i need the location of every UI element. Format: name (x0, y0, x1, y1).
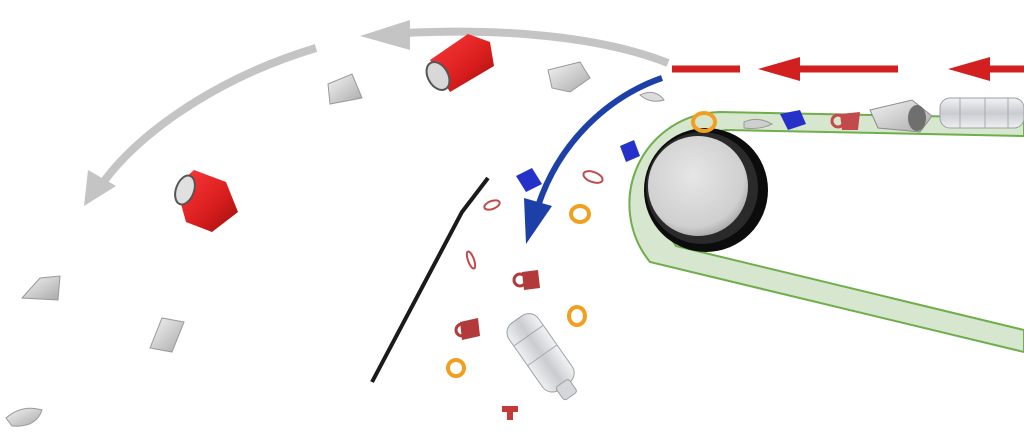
light-fraction-trajectory (84, 20, 670, 206)
film-flake-on-belt (743, 118, 774, 129)
feed-arrow-icon (672, 57, 1024, 81)
belt-items (639, 91, 1024, 133)
crushed-can-on-belt (869, 99, 933, 133)
blue-cap-on-belt (780, 110, 806, 130)
blue-caps (516, 140, 640, 192)
aluminum-can-upper (425, 34, 494, 92)
film-flakes (5, 61, 591, 427)
film-flake-at-drum (639, 91, 665, 102)
pull-tab (502, 406, 518, 420)
red-rings (454, 170, 604, 340)
pet-bottle-falling (506, 313, 577, 401)
pulley-drum-icon (644, 128, 768, 252)
orange-rings (446, 204, 591, 378)
pet-bottle-on-belt (939, 97, 1024, 129)
splitter-plate (370, 176, 490, 383)
red-cup-on-belt (830, 112, 860, 130)
orange-ring-on-belt (691, 111, 717, 133)
heavy-fraction-trajectory (524, 75, 663, 244)
aluminum-can-lower (174, 170, 238, 232)
